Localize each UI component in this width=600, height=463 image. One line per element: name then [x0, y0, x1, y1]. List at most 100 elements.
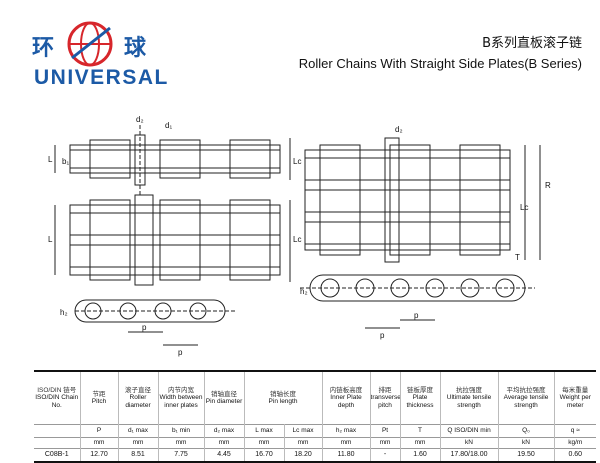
symbol-cell: T	[400, 424, 441, 438]
table-cell: 0.60	[554, 448, 597, 463]
unit-cell: mm	[158, 437, 205, 449]
unit-cell: mm	[400, 437, 441, 449]
unit-cell: mm	[322, 437, 371, 449]
label-d2: d₂	[136, 115, 144, 124]
symbol-cell: h₂ max	[322, 424, 371, 438]
table-cell: 12.70	[80, 448, 119, 463]
unit-cell: mm	[284, 437, 323, 449]
label-Lc-right: Lc	[520, 203, 528, 212]
logo-cn-left: 环	[32, 35, 55, 61]
table-cell: 16.70	[244, 448, 285, 463]
header-en: Pin length	[268, 398, 298, 405]
label-d2-right: d₂	[395, 125, 403, 134]
header-cn: 内链板高度	[329, 386, 363, 394]
chain-drawings: d₂ d₁ L b₁ Lc L Lc h₂ p p d₂ R Lc T h₂ p…	[48, 115, 551, 357]
label-p: p	[142, 323, 147, 332]
header-cn: 销轴长度	[270, 390, 296, 398]
header-en: Average tensile strength	[503, 394, 549, 409]
symbol-cell: Q ISO/DIN min	[440, 424, 499, 438]
table-cell: 11.80	[322, 448, 371, 463]
double-strand-chain-drawing	[54, 194, 291, 286]
label-T: T	[515, 253, 520, 262]
side-view-drawing-left	[74, 299, 235, 346]
logo-cn-right: 球	[124, 35, 147, 61]
label-h2: h₂	[60, 308, 68, 317]
header-cn: 排距	[378, 386, 392, 394]
symbol-cell: Pt	[370, 424, 401, 438]
header-en: Pin diameter	[205, 398, 243, 405]
single-strand-chain-drawing	[54, 125, 291, 195]
header-cn: 链板厚度	[407, 386, 434, 394]
header-en: Ultimate tensile strength	[446, 394, 492, 409]
table-cell: 4.45	[204, 448, 245, 463]
header-en: Width between inner plates	[159, 394, 203, 409]
symbol-cell: P	[80, 424, 119, 438]
symbol-cell: Lc max	[284, 424, 323, 438]
header-cn: 抗拉强度	[456, 386, 483, 394]
symbol-cell: d₁ max	[118, 424, 159, 438]
header-en: ISO/DIN Chain No.	[35, 394, 79, 409]
table-cell: 18.20	[284, 448, 323, 463]
header-cn: 平均抗拉强度	[506, 386, 546, 394]
unit-cell: mm	[118, 437, 159, 449]
logo-wordmark: UNIVERSAL	[34, 66, 169, 89]
label-Lc-double: Lc	[293, 235, 301, 244]
header-en: Inner Plate depth	[330, 394, 362, 409]
unit-cell	[34, 437, 81, 449]
symbol-cell: d₂ max	[204, 424, 245, 438]
unit-cell: mm	[80, 437, 119, 449]
side-view-drawing-right	[300, 274, 535, 329]
label-h2-right: h₂	[300, 287, 308, 296]
unit-cell: mm	[204, 437, 245, 449]
header-cn: 销轴直径	[211, 390, 237, 398]
page-title-cn: B系列直板滚子链	[482, 36, 582, 51]
header-cn: 节距	[92, 390, 106, 398]
unit-cell: mm	[244, 437, 285, 449]
label-Lc: Lc	[293, 157, 301, 166]
unit-cell: kN	[440, 437, 499, 449]
header-cn: ISO/DIN 链号	[37, 386, 77, 394]
page-title-en: Roller Chains With Straight Side Plates(…	[298, 56, 582, 71]
symbol-cell	[34, 424, 81, 438]
header-en: Pitch	[91, 398, 107, 405]
label-p-2: p	[178, 348, 183, 357]
table-cell: 8.51	[118, 448, 159, 463]
label-p-right-2: p	[380, 331, 385, 340]
universal-logo-emblem	[67, 21, 113, 67]
header-en: Weight per meter	[559, 394, 591, 409]
header-en: Plate thickness	[406, 394, 434, 409]
label-L-double: L	[48, 235, 53, 244]
table-cell: 19.50	[498, 448, 555, 463]
table-cell: C08B-1	[34, 448, 81, 463]
header-en: Roller diameter	[125, 394, 151, 409]
header-cn: 滚子直径	[125, 386, 151, 394]
page-header: 环 球 UNIVERSAL B系列直板滚子链 Roller Chains Wit…	[0, 0, 600, 92]
header-cn: 每米重量	[562, 386, 589, 394]
header-en: transverse pitch	[370, 394, 401, 409]
symbol-cell: Q₀	[498, 424, 555, 438]
table-cell: 1.60	[400, 448, 441, 463]
triple-strand-chain-drawing	[304, 137, 541, 263]
symbol-cell: b₁ min	[158, 424, 205, 438]
unit-cell: kN	[498, 437, 555, 449]
label-p-right: p	[414, 311, 419, 320]
table-cell: -	[370, 448, 401, 463]
table-cell: 7.75	[158, 448, 205, 463]
unit-cell: kg/m	[554, 437, 597, 449]
label-L: L	[48, 155, 53, 164]
